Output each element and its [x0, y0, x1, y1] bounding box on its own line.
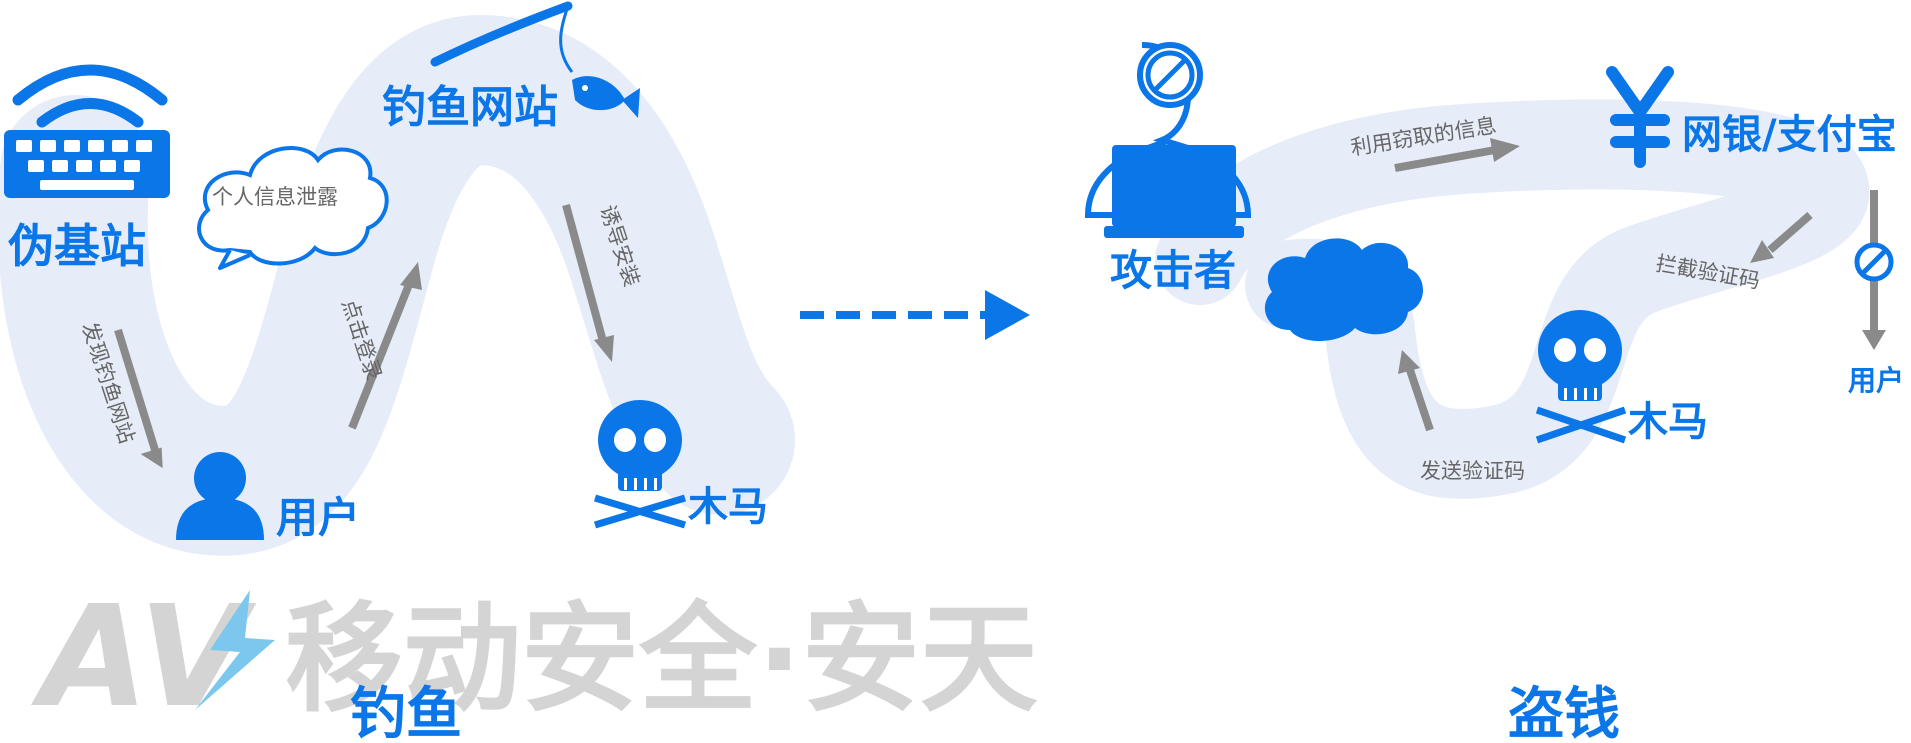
user-label-right: 用户 — [1848, 364, 1904, 397]
arrow-intercept-head — [1750, 240, 1774, 263]
arrow-click-login-head — [400, 262, 422, 290]
hacker-laptop-icon — [1084, 42, 1252, 238]
keyboard-wifi-icon — [4, 64, 170, 198]
trojan-label-right: 木马 — [1628, 399, 1708, 445]
watermark-logo: AV — [30, 576, 257, 739]
user-label: 用户 — [276, 493, 360, 542]
stealing-flow-path — [1155, 99, 1870, 499]
arrow-induce-install — [562, 203, 608, 347]
bank-alipay-label: 网银/支付宝 — [1682, 112, 1897, 158]
transition-arrow — [800, 290, 1030, 340]
yen-icon — [1606, 66, 1674, 168]
arrow-intercept — [1767, 211, 1813, 254]
watermark: AV 移动安全·安天 — [30, 576, 1038, 739]
arrow-find-site — [114, 328, 159, 452]
stealing-caption: 盗钱 — [1508, 682, 1620, 743]
arrow-induce-install-head — [594, 335, 614, 362]
phishing-flow-path — [0, 15, 795, 556]
arrow-click-login — [348, 280, 414, 430]
info-leak-cloud — [197, 146, 389, 270]
arrow-send-code-head — [1398, 350, 1420, 374]
watermark-lightning-icon — [195, 590, 275, 710]
fishing-rod-fish-icon — [430, 1, 640, 118]
steal-money-cloud — [1264, 238, 1423, 342]
arrow-use-info-head — [1490, 138, 1520, 162]
watermark-text: 移动安全·安天 — [285, 590, 1038, 728]
skull-crossbones-icon-right — [1535, 310, 1627, 444]
arrow-to-user-head — [1862, 330, 1886, 350]
phishing-site-label: 钓鱼网站 — [382, 82, 558, 133]
phishing-caption: 钓鱼 — [350, 682, 462, 743]
fake-base-station-label: 伪基站 — [8, 219, 146, 273]
arrow-find-site-head — [140, 447, 163, 469]
info-leak-label: 个人信息泄露 — [212, 185, 338, 209]
skull-crossbones-icon — [593, 400, 687, 529]
attacker-label: 攻击者 — [1110, 246, 1236, 295]
send-code-label: 发送验证码 — [1420, 459, 1525, 483]
user-icon — [176, 452, 264, 540]
arrow-send-code — [1406, 368, 1434, 432]
prohibited-icon — [1854, 242, 1894, 282]
steal-money-cloud-label: 盗钱 — [1300, 276, 1372, 317]
trojan-label-left: 木马 — [688, 484, 768, 530]
arrow-use-info — [1394, 146, 1496, 172]
